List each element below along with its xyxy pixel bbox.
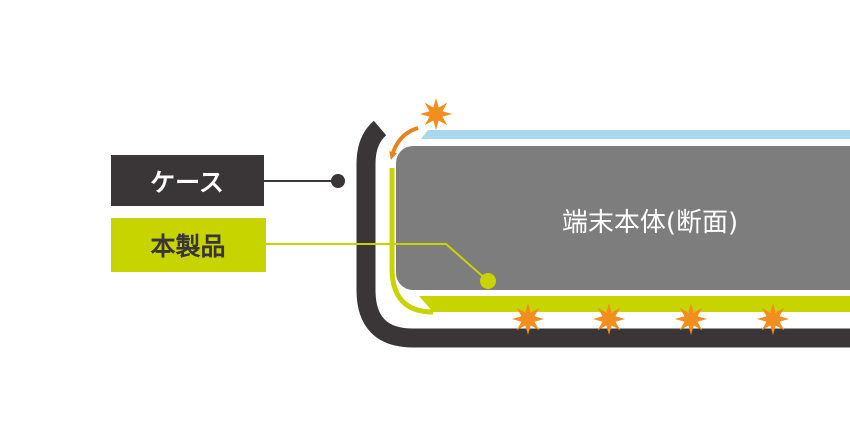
device-body	[396, 146, 850, 290]
curved-arrow-icon	[389, 126, 419, 160]
product-leader-line	[266, 243, 489, 282]
starburst-icon	[675, 303, 707, 335]
starburst-icon	[512, 303, 544, 335]
starburst-icon	[757, 303, 789, 335]
screen-glass	[421, 130, 850, 139]
case-leader-dot	[331, 174, 345, 188]
case-label: ケース	[150, 168, 224, 197]
starburst-icon	[593, 303, 625, 335]
product-label-box	[111, 218, 266, 272]
case-label-box	[111, 155, 264, 206]
starburst-icon	[420, 98, 452, 130]
case-shell	[356, 120, 850, 348]
product-label: 本製品	[150, 232, 225, 261]
product-leader-dot	[480, 273, 496, 289]
product-wall	[389, 168, 434, 315]
product-bottom-strip	[419, 296, 850, 312]
device-label: 端末本体(断面)	[562, 208, 738, 238]
